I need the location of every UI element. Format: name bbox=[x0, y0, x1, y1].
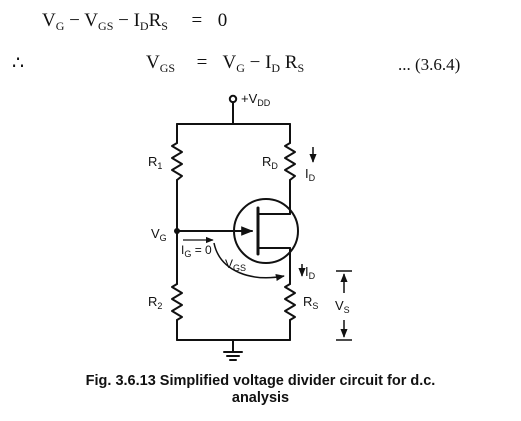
vs-label: VS bbox=[335, 298, 350, 315]
vgs-arrow bbox=[213, 242, 285, 282]
eq1-vgs-sub: GS bbox=[98, 19, 114, 33]
eq2-therefore: ∴ bbox=[12, 53, 25, 74]
caption-line-2: analysis bbox=[231, 390, 290, 406]
vdd-label: +VDD bbox=[241, 91, 271, 108]
eq2-equals: = bbox=[196, 52, 208, 73]
resistor-r2 bbox=[171, 283, 183, 321]
eq2-rs: R bbox=[284, 52, 298, 73]
eq1-vgs: V bbox=[84, 10, 99, 31]
resistor-rs bbox=[284, 283, 296, 321]
id-bottom-label: ID bbox=[305, 264, 316, 281]
rd-label: RD bbox=[262, 154, 278, 171]
eq1-id-sub: D bbox=[139, 19, 149, 33]
eq2-id: I bbox=[265, 52, 272, 73]
eq2-vg: V bbox=[222, 52, 237, 73]
eq1-minus-1: − bbox=[69, 10, 80, 31]
resistor-rd bbox=[284, 142, 296, 181]
equation-1: VG − VGS − IDRS = 0 bbox=[42, 10, 228, 33]
eq1-rhs: 0 bbox=[217, 10, 228, 31]
equation-number: ... (3.6.4) bbox=[398, 55, 461, 74]
eq1-id: I bbox=[133, 10, 140, 31]
eq1-rs: R bbox=[148, 10, 162, 31]
eq2-vg-sub: G bbox=[236, 61, 245, 75]
eq2-minus: − bbox=[249, 52, 261, 73]
eq1-vg: V bbox=[42, 10, 56, 31]
ig-label: IG = 0 bbox=[181, 243, 212, 259]
eq2-vgs-sub: GS bbox=[159, 61, 176, 75]
eq1-vg-sub: G bbox=[55, 19, 65, 33]
figure-caption: Fig. 3.6.13 Simplified voltage divider c… bbox=[0, 373, 521, 407]
rs-label: RS bbox=[303, 294, 318, 311]
eq1-rs-sub: S bbox=[161, 19, 168, 33]
vg-label: VG bbox=[151, 226, 167, 243]
eq2-rs-sub: S bbox=[297, 61, 305, 75]
eq2-vgs: V bbox=[146, 52, 160, 73]
id-top-label: ID bbox=[305, 166, 316, 183]
r1-label: R1 bbox=[148, 154, 162, 171]
eq2-id-sub: D bbox=[271, 61, 281, 75]
r2-label: R2 bbox=[148, 294, 162, 311]
eq1-equals: = bbox=[191, 10, 203, 31]
eq1-minus-2: − bbox=[118, 10, 129, 31]
vgs-label: VGS bbox=[225, 257, 246, 273]
resistor-r1 bbox=[171, 142, 183, 181]
vg-node bbox=[174, 228, 180, 234]
caption-line-1: Fig. 3.6.13 Simplified voltage divider c… bbox=[85, 373, 436, 389]
equation-2: VGS = VG − ID RS bbox=[146, 52, 305, 75]
